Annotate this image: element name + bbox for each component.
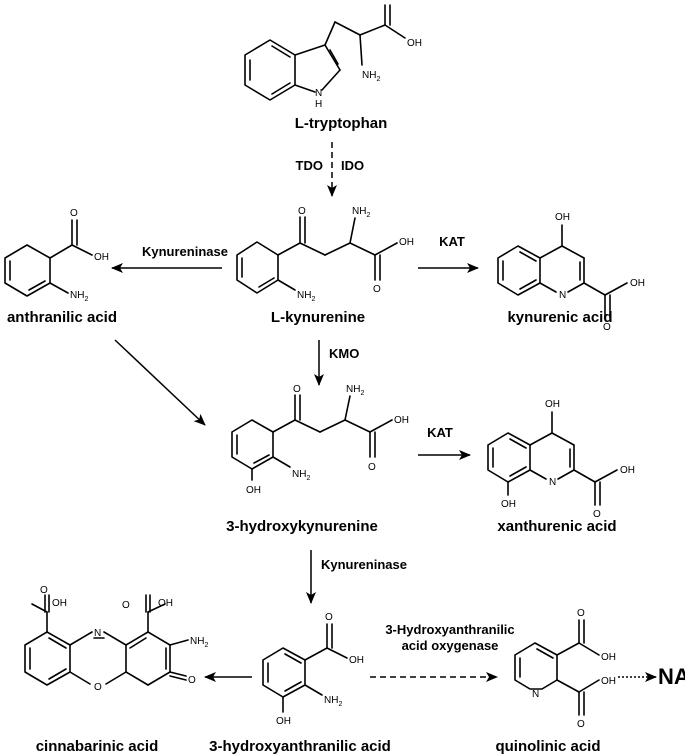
kynurenine-name: L-kynurenine xyxy=(271,309,365,326)
kynurenic-name: kynurenic acid xyxy=(507,309,612,326)
kynurenic-o-label: O xyxy=(603,322,611,333)
hydroxykynurenine-o2-label: O xyxy=(368,462,376,473)
kynurenic-structure xyxy=(497,224,628,319)
nad-label: NAD xyxy=(658,664,685,689)
xanthurenic-o-label: O xyxy=(593,509,601,520)
hydroxykynurenine-nh2b-label: NH2 xyxy=(292,469,310,482)
anthranilic-to-hydroxykynurenine-arrow xyxy=(114,339,206,426)
kynurenine-structure xyxy=(236,216,398,294)
kynureninase-label-1: Kynureninase xyxy=(142,244,228,259)
anthranilic-name: anthranilic acid xyxy=(7,309,117,326)
hydroxyanthranilic-nh2-label: NH2 xyxy=(324,695,342,708)
tryptophan-h-label: H xyxy=(315,99,322,110)
quinolinic-oh1-label: OH xyxy=(601,652,616,663)
quinolinic-n-label: N xyxy=(532,689,539,700)
xanthurenic-oh-bottom-label: OH xyxy=(501,499,516,510)
kynurenine-nh2-label: NH2 xyxy=(352,206,370,219)
kynurenine-o-label: O xyxy=(298,206,306,217)
ido-label: IDO xyxy=(341,158,364,173)
tryptophan-nh-label: N xyxy=(315,88,322,99)
hydroxyanthranilic-name: 3-hydroxyanthranilic acid xyxy=(209,738,391,755)
xanthurenic-n-label: N xyxy=(549,477,556,488)
hydroxykynurenine-oh2-label: OH xyxy=(246,485,261,496)
hydroxyanthranilic-oh-label: OH xyxy=(349,655,364,666)
haao-label-line1: 3-Hydroxyanthranilic xyxy=(385,622,514,637)
hydroxyanthranilic-o-label: O xyxy=(325,612,333,623)
hydroxyanthranilic-structure xyxy=(262,623,348,713)
cinnabarinic-oh1-label: OH xyxy=(52,598,67,609)
kmo-label: KMO xyxy=(329,346,359,361)
anthranilic-structure xyxy=(4,219,93,297)
quinolinic-o1-label: O xyxy=(577,608,585,619)
kat-label-2: KAT xyxy=(427,425,453,440)
tryptophan-nh2-label: NH2 xyxy=(362,70,380,83)
anthranilic-oh-label: OH xyxy=(94,252,109,263)
hydroxykynurenine-oh-label: OH xyxy=(394,415,409,426)
tryptophan-oh-label: OH xyxy=(407,38,422,49)
cinnabarinic-o2-label: O xyxy=(122,600,130,611)
anthranilic-o-label: O xyxy=(70,208,78,219)
hydroxykynurenine-o-label: O xyxy=(293,384,301,395)
kynurenic-n-label: N xyxy=(559,290,566,301)
hydroxykynurenine-structure xyxy=(231,394,393,481)
kynurenine-nh2b-label: NH2 xyxy=(297,290,315,303)
cinnabarinic-oh2-label: OH xyxy=(158,598,173,609)
cinnabarinic-nh2-label: NH2 xyxy=(190,636,208,649)
cinnabarinic-n-label: N xyxy=(94,628,101,639)
hydroxykynurenine-nh2-label: NH2 xyxy=(346,384,364,397)
kynureninase-label-2: Kynureninase xyxy=(321,557,407,572)
kynurenine-o2-label: O xyxy=(373,284,381,295)
cinnabarinic-name: cinnabarinic acid xyxy=(36,738,159,755)
xanthurenic-oh-label: OH xyxy=(620,465,635,476)
quinolinic-structure xyxy=(514,619,600,716)
hydroxykynurenine-name: 3-hydroxykynurenine xyxy=(226,518,378,535)
quinolinic-oh2-label: OH xyxy=(601,676,616,687)
cinnabarinic-o1-label: O xyxy=(40,585,48,596)
cinnabarinic-ring-o-label: O xyxy=(94,682,102,693)
xanthurenic-name: xanthurenic acid xyxy=(497,518,616,535)
xanthurenic-structure xyxy=(487,411,618,506)
cinnabarinic-o3-label: O xyxy=(188,675,196,686)
kynurenic-oh-top-label: OH xyxy=(555,212,570,223)
anthranilic-nh2-label: NH2 xyxy=(70,290,88,303)
kat-label-1: KAT xyxy=(439,234,465,249)
tryptophan-structure xyxy=(244,4,406,101)
cinnabarinic-structure xyxy=(24,594,189,686)
xanthurenic-oh-top-label: OH xyxy=(545,399,560,410)
haao-label-line2: acid oxygenase xyxy=(402,638,499,653)
hydroxyanthranilic-oh2-label: OH xyxy=(276,716,291,727)
kynurenic-oh-label: OH xyxy=(630,278,645,289)
quinolinic-name: quinolinic acid xyxy=(495,738,600,755)
tdo-label: TDO xyxy=(296,158,323,173)
tryptophan-name: L-tryptophan xyxy=(295,115,387,132)
quinolinic-o2-label: O xyxy=(577,719,585,730)
kynurenine-oh-label: OH xyxy=(399,237,414,248)
